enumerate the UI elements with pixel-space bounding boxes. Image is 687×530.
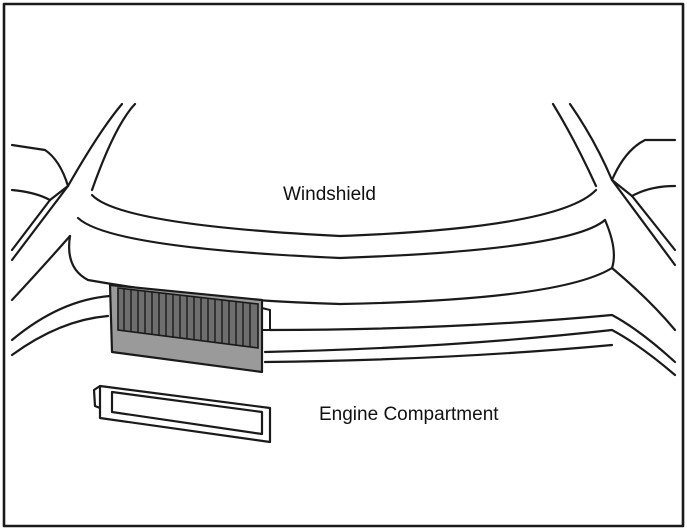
windshield-base-1 [90, 188, 598, 238]
side-mirror-right [610, 138, 677, 198]
hood-line-right-3 [263, 343, 614, 364]
fender-left [10, 234, 72, 302]
side-mirror-left [10, 143, 70, 202]
fender-right [610, 266, 677, 332]
a-pillar-right-lower [630, 194, 677, 252]
hood-line-left-2 [10, 314, 110, 357]
engine-compartment-label: Engine Compartment [319, 404, 499, 425]
a-pillar-right-inner [551, 102, 598, 188]
filter-cover-removed [92, 384, 272, 444]
windshield-label: Windshield [283, 184, 376, 205]
a-pillar-left-lower [10, 198, 52, 252]
a-pillar-left-outer [66, 102, 124, 188]
hood-line-right-2 [263, 328, 677, 377]
a-pillar-left-lower2 [10, 184, 70, 262]
a-pillar-right-outer [568, 102, 614, 182]
cabin-filter-installed [108, 283, 271, 374]
hood-line-right-1 [268, 313, 677, 364]
a-pillar-right-lower2 [610, 178, 677, 267]
windshield-base-2 [76, 216, 607, 260]
hood-line-left-1 [10, 294, 112, 342]
a-pillar-left-inner [90, 102, 137, 192]
